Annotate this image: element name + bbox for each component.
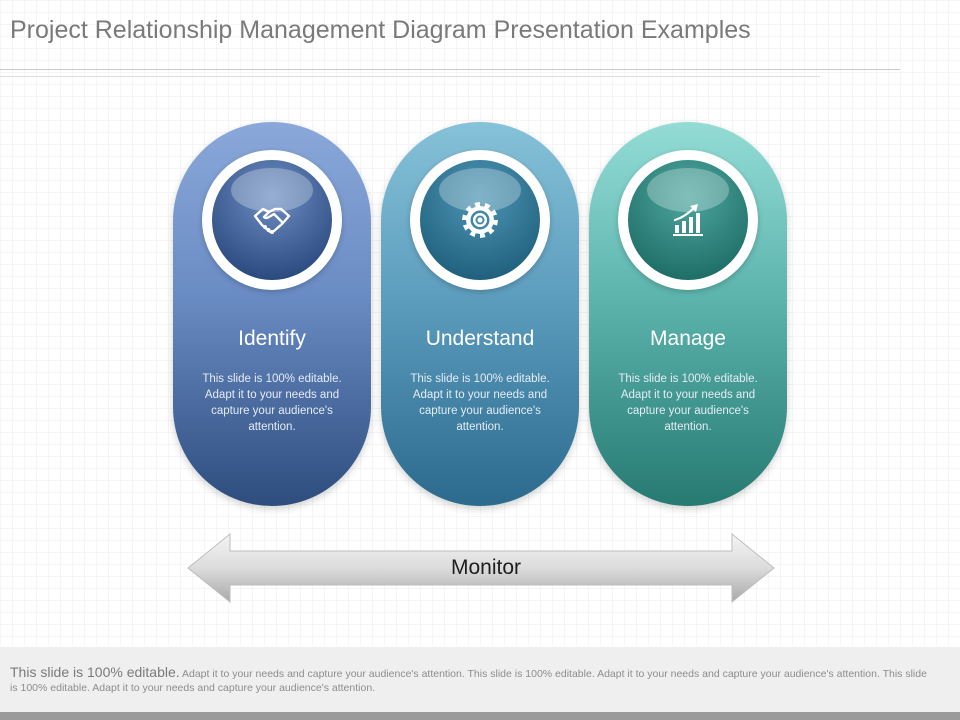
footer-panel: This slide is 100% editable. Adapt it to… [0, 647, 960, 712]
footer-lead: This slide is 100% editable. [10, 664, 180, 680]
icon-ring [410, 150, 550, 290]
step-description: This slide is 100% editable. Adapt it to… [618, 373, 758, 433]
icon-disc [628, 160, 748, 280]
footer-body: Adapt it to your needs and capture your … [10, 668, 927, 694]
growth-chart-icon [673, 204, 703, 236]
title-divider-secondary [0, 76, 820, 77]
step-identify-card: Identify This slide is 100% editable. Ad… [173, 122, 371, 506]
icon-disc [212, 160, 332, 280]
slide-title: Project Relationship Management Diagram … [10, 16, 751, 44]
footer-text: This slide is 100% editable. Adapt it to… [10, 665, 935, 695]
double-arrow [187, 532, 775, 604]
arrow-label: Monitor [450, 556, 522, 579]
title-divider [0, 69, 900, 70]
step-description: This slide is 100% editable. Adapt it to… [410, 373, 550, 433]
step-understand-card: Understand This slide is 100% editable. … [381, 122, 579, 506]
step-manage-card: Manage This slide is 100% editable. Adap… [589, 122, 787, 506]
step-label: Identify [238, 327, 306, 350]
bottom-bar [0, 712, 960, 720]
handshake-icon [253, 207, 291, 234]
icon-ring [618, 150, 758, 290]
step-label: Understand [425, 327, 535, 350]
gear-icon [462, 202, 498, 238]
step-description: This slide is 100% editable. Adapt it to… [202, 373, 342, 433]
icon-ring [202, 150, 342, 290]
step-label: Manage [650, 327, 726, 350]
icon-disc [420, 160, 540, 280]
